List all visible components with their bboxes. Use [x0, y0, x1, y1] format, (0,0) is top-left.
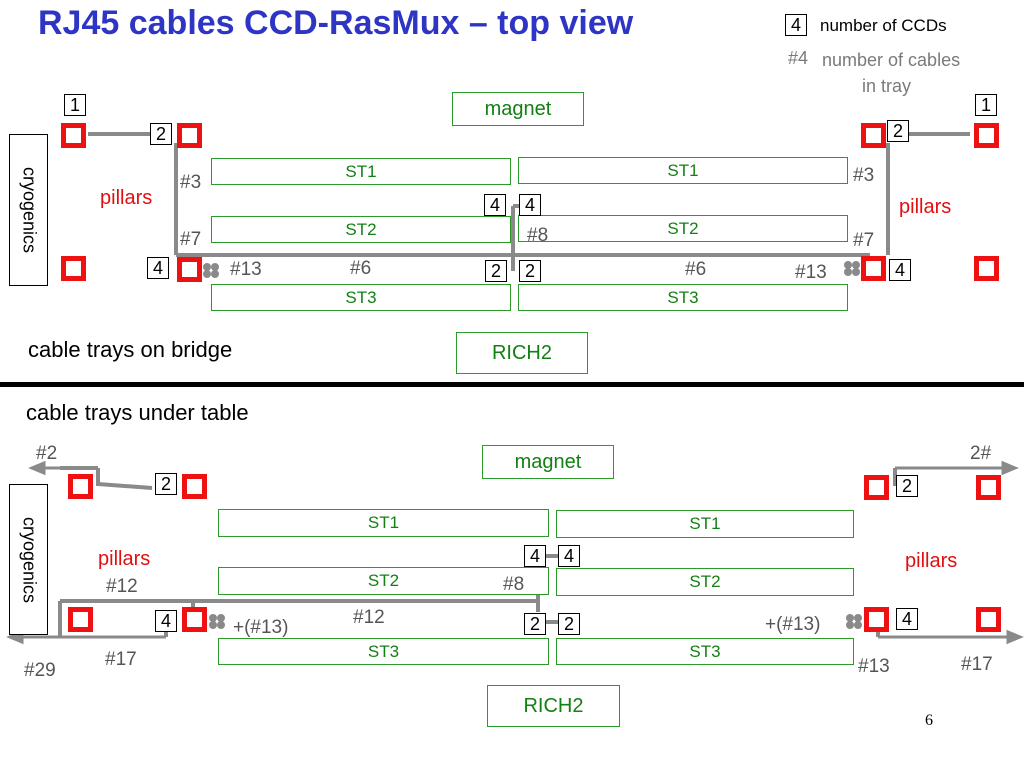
cable-count-label: #13	[795, 262, 827, 283]
cable-count-label: #3	[853, 165, 875, 186]
ccd-count-box: 2	[519, 260, 541, 282]
pillar	[182, 607, 207, 632]
legend-hash-text-2: in tray	[862, 76, 912, 96]
ccd-count-box: 4	[896, 608, 918, 630]
cable-count-label: +(#13)	[233, 617, 289, 638]
ccd-count-box: 2	[150, 123, 172, 145]
cable-count-label: #17	[961, 654, 993, 675]
cable-arrowhead	[1001, 460, 1019, 476]
pillar	[976, 475, 1001, 500]
section-divider	[0, 382, 1024, 387]
cryogenics-label: cryogenics	[19, 166, 39, 254]
pillar	[864, 475, 889, 500]
ccd-count-box: 4	[889, 259, 911, 281]
station-st1-right: ST1	[518, 157, 848, 184]
section-caption-bottom: cable trays under table	[26, 400, 249, 425]
station-st2-right: ST2	[518, 215, 848, 242]
cable-count-label: #8	[503, 574, 525, 595]
cable-count-label: #8	[527, 225, 549, 246]
cable-count-label: #7	[180, 229, 202, 250]
ccd-count-box: 4	[558, 545, 580, 567]
pillar	[182, 474, 207, 499]
station-st3-left: ST3	[218, 638, 549, 665]
station-st1-right: ST1	[556, 510, 854, 538]
cable-line	[97, 482, 153, 490]
ccd-count-box: 2	[155, 473, 177, 495]
magnet-box: magnet	[452, 92, 584, 126]
cable-count-label: #7	[853, 230, 875, 251]
legend-box-sample: 4	[785, 14, 807, 36]
ccd-count-box: 2	[524, 613, 546, 635]
cable-count-label: #6	[685, 259, 707, 280]
pillar	[974, 123, 999, 148]
cable-arrowhead	[28, 460, 46, 476]
ccd-count-box: 1	[975, 94, 997, 116]
pillars-label-left: pillars	[98, 548, 151, 570]
ccd-count-box: 4	[524, 545, 546, 567]
legend-box-text: number of CCDs	[820, 16, 947, 35]
pillars-label-left: pillars	[100, 187, 153, 209]
cable-count-label: #2	[36, 443, 58, 464]
pillars-label-right: pillars	[905, 550, 958, 572]
cable-count-label: #13	[858, 656, 890, 677]
magnet-box: magnet	[482, 445, 614, 479]
rich2-box: RICH2	[456, 332, 588, 374]
pillar	[177, 257, 202, 282]
pillar	[61, 123, 86, 148]
station-st2-right: ST2	[556, 568, 854, 596]
ccd-count-box: 4	[519, 194, 541, 216]
pillar	[976, 607, 1001, 632]
connector-icon	[209, 614, 225, 629]
cable-count-label: +(#13)	[765, 614, 821, 635]
legend-hash-text-1: number of cables	[822, 50, 961, 70]
pillar	[861, 123, 886, 148]
ccd-count-box: 2	[558, 613, 580, 635]
pillar	[68, 607, 93, 632]
pillars-label-right: pillars	[899, 196, 952, 218]
pillar	[861, 256, 886, 281]
station-st2-left: ST2	[218, 567, 549, 595]
ccd-count-box: 2	[887, 120, 909, 142]
connector-icon	[203, 263, 219, 278]
rich2-box: RICH2	[487, 685, 620, 727]
cable-count-label: #17	[105, 649, 137, 670]
legend-hash-sample: #4	[788, 48, 809, 68]
cable-count-label: 2#	[970, 443, 992, 464]
ccd-count-box: 1	[64, 94, 86, 116]
station-st2-left: ST2	[211, 216, 511, 243]
page-number: 6	[925, 712, 933, 729]
section-caption-top: cable trays on bridge	[28, 337, 233, 362]
cryogenics-box: cryogenics	[9, 134, 48, 286]
cryogenics-box: cryogenics	[9, 484, 48, 635]
pillar	[974, 256, 999, 281]
cable-count-label: #12	[353, 607, 385, 628]
cable-count-label: #6	[350, 258, 372, 279]
page-title: RJ45 cables CCD-RasMux – top view	[38, 4, 634, 42]
ccd-count-box: 2	[485, 260, 507, 282]
pillar	[61, 256, 86, 281]
station-st3-left: ST3	[211, 284, 511, 311]
cable-arrowhead	[1006, 629, 1024, 645]
pillar	[68, 474, 93, 499]
cryogenics-label: cryogenics	[19, 516, 39, 603]
ccd-count-box: 4	[484, 194, 506, 216]
connector-icon	[844, 261, 860, 276]
station-st3-right: ST3	[556, 638, 854, 665]
ccd-count-box: 4	[155, 610, 177, 632]
ccd-count-box: 2	[896, 475, 918, 497]
ccd-count-box: 4	[147, 257, 169, 279]
station-st1-left: ST1	[218, 509, 549, 537]
cable-count-label: #29	[24, 660, 56, 681]
cable-count-label: #3	[180, 172, 202, 193]
cable-count-label: #12	[106, 576, 138, 597]
station-st3-right: ST3	[518, 284, 848, 311]
cable-count-label: #13	[230, 259, 262, 280]
pillar	[177, 123, 202, 148]
connector-icon	[846, 614, 862, 629]
pillar	[864, 607, 889, 632]
station-st1-left: ST1	[211, 158, 511, 185]
